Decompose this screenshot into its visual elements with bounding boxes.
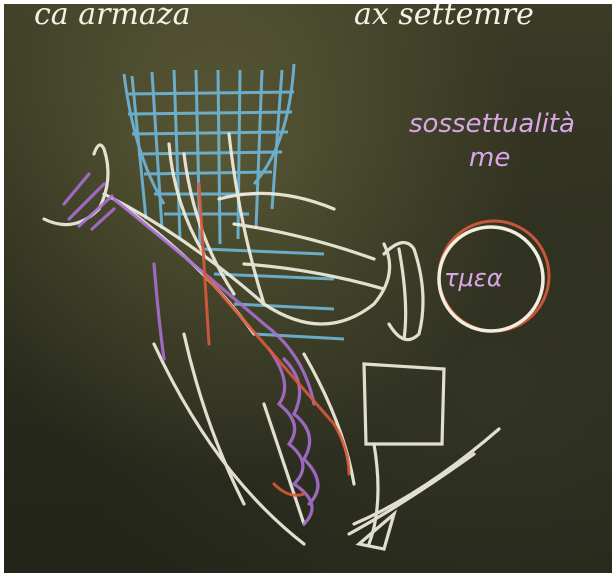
note-line-1: sossettualità bbox=[409, 109, 575, 139]
top-text-right: ax settemre bbox=[354, 4, 534, 32]
top-text-left: ca armaza bbox=[34, 4, 190, 32]
chalkboard: ca armaza ax settemre bbox=[4, 4, 612, 573]
chalk-drawing: ca armaza ax settemre bbox=[4, 4, 612, 573]
circle-label: τμεα bbox=[444, 264, 503, 292]
note-line-2: me bbox=[469, 143, 510, 173]
